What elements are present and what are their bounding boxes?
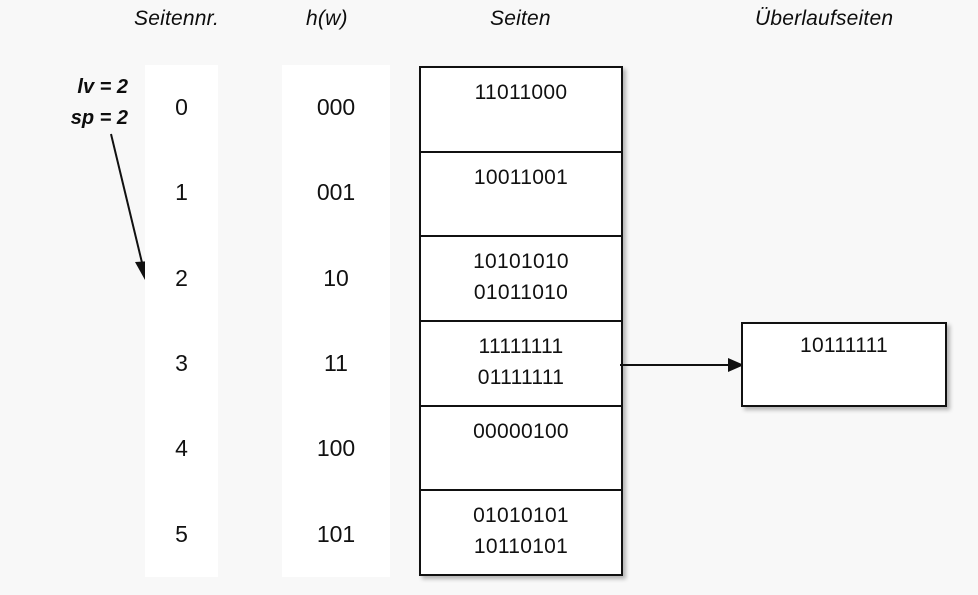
hw-cell: 001 bbox=[316, 179, 356, 206]
page-record: 10011001 bbox=[473, 165, 569, 189]
page-bucket: 10011001 bbox=[421, 153, 621, 238]
parameter-annotations: lv = 2 sp = 2 bbox=[18, 72, 128, 134]
page-record: 01010101 bbox=[473, 504, 569, 528]
page-bucket: 10101010 01011010 bbox=[421, 237, 621, 323]
seitennr-cell: 1 bbox=[175, 179, 188, 206]
column-header-hw: h(w) bbox=[306, 7, 348, 30]
column-header-ueberlaufseiten: Überlaufseiten bbox=[755, 7, 894, 30]
overflow-record: 10111111 bbox=[799, 334, 889, 357]
page-bucket: 01010101 10110101 bbox=[421, 491, 621, 574]
seitennr-cell: 3 bbox=[175, 350, 188, 377]
page-record: 11011000 bbox=[474, 81, 568, 104]
column-header-seiten: Seiten bbox=[490, 7, 551, 30]
page-bucket: 11011000 bbox=[421, 68, 621, 153]
page-bucket: 00000100 bbox=[421, 407, 621, 492]
hw-cell: 101 bbox=[316, 520, 356, 547]
page-record: 01011010 bbox=[473, 281, 569, 305]
overflow-page-box: 10111111 bbox=[741, 322, 947, 407]
param-sp: sp = 2 bbox=[70, 107, 128, 129]
page-record: 00000100 bbox=[473, 419, 569, 443]
seitennr-cell: 5 bbox=[175, 520, 188, 547]
page-record: 10110101 bbox=[473, 535, 569, 559]
column-hw: 000 001 10 11 100 101 bbox=[282, 65, 390, 577]
seitennr-cell: 0 bbox=[175, 94, 188, 121]
seitennr-cell: 4 bbox=[175, 435, 188, 462]
seitennr-cell: 2 bbox=[175, 264, 188, 291]
column-seitennr: 0 1 2 3 4 5 bbox=[145, 65, 218, 577]
param-lv: lv = 2 bbox=[77, 76, 128, 98]
pages-table: 11011000 10011001 10101010 01011010 1111… bbox=[419, 66, 623, 576]
hw-cell: 10 bbox=[323, 264, 349, 291]
hw-cell: 000 bbox=[316, 94, 356, 121]
page-record: 11111111 bbox=[478, 335, 564, 359]
hw-cell: 100 bbox=[316, 435, 356, 462]
page-record: 10101010 bbox=[473, 250, 569, 274]
column-header-seitennr: Seitennr. bbox=[134, 7, 220, 30]
page-record: 01111111 bbox=[477, 366, 565, 390]
page-bucket: 11111111 01111111 bbox=[421, 322, 621, 407]
overflow-link-arrow-icon bbox=[620, 358, 744, 372]
hw-cell: 11 bbox=[324, 350, 348, 377]
